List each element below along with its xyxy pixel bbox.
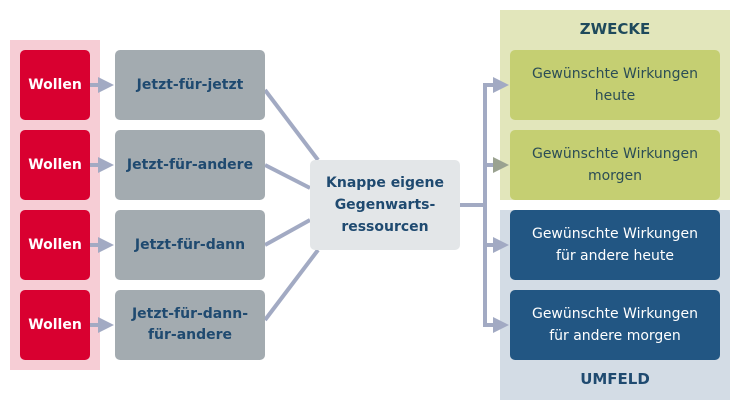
umfeld-item-label: Gewünschte Wirkungen für andere heute [531, 226, 699, 264]
wollen-box-1: Wollen [20, 50, 90, 120]
trunk [483, 83, 502, 327]
line-jetzt-4-center [263, 248, 320, 322]
zwecke-item-label: Gewünschte Wirkungen heute [531, 66, 699, 104]
wirkungen-andere-heute-box: Gewünschte Wirkungen für andere heute [510, 210, 720, 280]
zwecke-item-label: Gewünschte Wirkungen morgen [531, 146, 699, 184]
wirkungen-heute-box: Gewünschte Wirkungen heute [510, 50, 720, 120]
jetzt-fuer-dann-box: Jetzt-für-dann [115, 210, 265, 280]
jetzt-fuer-andere-box: Jetzt-für-andere [115, 130, 265, 200]
center-label: Knappe eigene Gegenwarts- ressourcen [326, 175, 444, 235]
wollen-box-3: Wollen [20, 210, 90, 280]
wirkungen-morgen-box: Gewünschte Wirkungen morgen [510, 130, 720, 200]
wollen-label: Wollen [28, 317, 82, 333]
wollen-label: Wollen [28, 77, 82, 93]
jetzt-fuer-dann-fuer-andere-box: Jetzt-für-dann- für-andere [115, 290, 265, 360]
line-jetzt-2-center [264, 163, 311, 190]
jetzt-label: Jetzt-für-dann- für-andere [131, 306, 249, 343]
jetzt-label: Jetzt-für-jetzt [136, 76, 244, 93]
line-jetzt-1-center [263, 88, 320, 162]
umfeld-item-label: Gewünschte Wirkungen für andere morgen [531, 306, 699, 344]
umfeld-title: UMFELD [580, 370, 650, 388]
jetzt-label: Jetzt-für-andere [126, 156, 254, 173]
line-jetzt-3-center [264, 218, 311, 247]
wollen-label: Wollen [28, 157, 82, 173]
wirkungen-andere-morgen-box: Gewünschte Wirkungen für andere morgen [510, 290, 720, 360]
knappe-ressourcen-box: Knappe eigene Gegenwarts- ressourcen [310, 160, 460, 250]
wollen-box-4: Wollen [20, 290, 90, 360]
wollen-label: Wollen [28, 237, 82, 253]
jetzt-label: Jetzt-für-dann [134, 236, 246, 253]
zwecke-title: ZWECKE [579, 20, 651, 38]
wollen-box-2: Wollen [20, 130, 90, 200]
jetzt-fuer-jetzt-box: Jetzt-für-jetzt [115, 50, 265, 120]
